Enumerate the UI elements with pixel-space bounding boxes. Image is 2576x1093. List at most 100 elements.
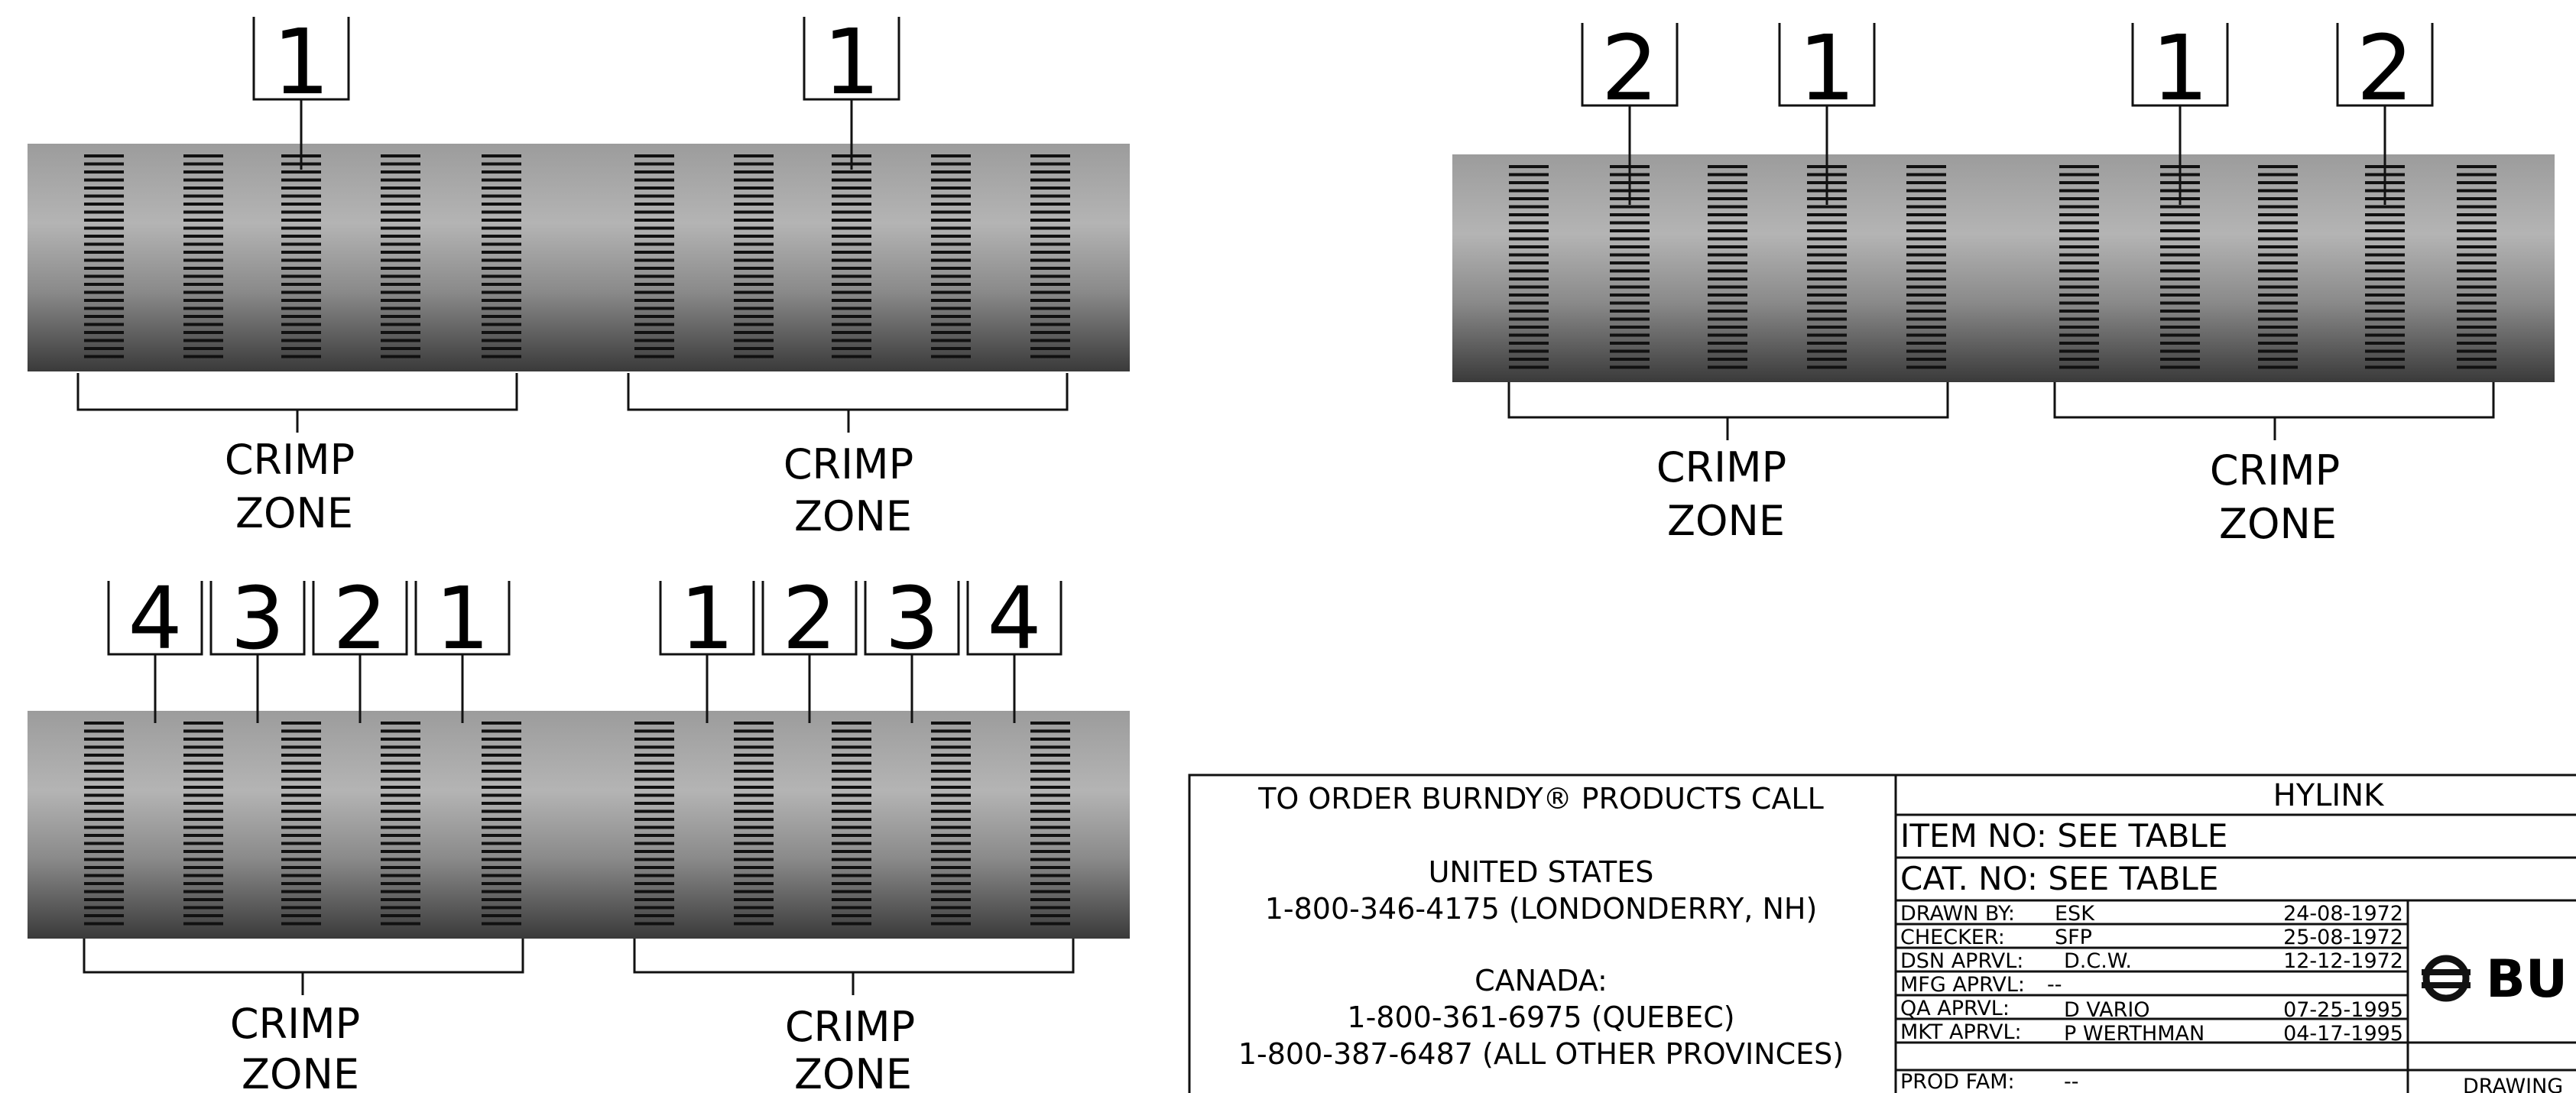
connector-body <box>28 711 1130 939</box>
canada-label: CANADA: <box>1475 964 1608 997</box>
sequence-number: 1 <box>435 569 489 669</box>
marking-column <box>2059 165 2099 369</box>
marking-column <box>84 154 124 358</box>
qa-aprvl-value: D VARIO <box>2064 998 2150 1022</box>
sequence-number: 2 <box>1601 15 1658 121</box>
marking-column <box>634 722 674 926</box>
sequence-box: 1 <box>803 9 900 170</box>
checker-value: SFP <box>2055 926 2092 949</box>
connector-bottom-left: 4 3 2 1 1 2 3 <box>28 569 1130 1093</box>
crimp-zone-label-line2: ZONE <box>242 1050 359 1093</box>
burndy-logo-icon: BU <box>2422 949 2568 1010</box>
marking-column <box>734 722 774 926</box>
dsn-aprvl-date: 12-12-1972 <box>2283 949 2403 973</box>
crimp-zone-bracket: CRIMP ZONE <box>2053 382 2495 548</box>
us-label: UNITED STATES <box>1429 855 1654 889</box>
marking-column <box>634 154 674 358</box>
crimp-zone-label-line2: ZONE <box>794 1050 912 1093</box>
logo-wordmark: BU <box>2486 949 2568 1010</box>
crimp-zone-label-line1: CRIMP <box>784 440 913 488</box>
mfg-aprvl-label: MFG APRVL: <box>1900 973 2025 997</box>
crimp-zone-label-line2: ZONE <box>2219 500 2337 548</box>
qa-aprvl-date: 07-25-1995 <box>2283 998 2403 1022</box>
sequence-box: 1 <box>252 9 350 170</box>
connector-top-left: 1 1 CRIMP ZONE CRIMP ZONE <box>28 9 1130 540</box>
drawn-by-label: DRAWN BY: <box>1900 902 2015 926</box>
crimp-zone-bracket: CRIMP ZONE <box>633 939 1075 1093</box>
connector-body <box>1452 154 2555 382</box>
title-block-text: HYLINK ITEM NO: SEE TABLE CAT. NO: SEE T… <box>1900 778 2568 1093</box>
mkt-aprvl-label: MKT APRVL: <box>1900 1020 2022 1044</box>
marking-column <box>482 722 521 926</box>
sequence-number: 1 <box>2151 15 2208 121</box>
marking-column <box>281 154 321 358</box>
sequence-number: 3 <box>230 569 284 669</box>
crimp-zone-label-line2: ZONE <box>794 492 912 540</box>
crimp-zone-label-line1: CRIMP <box>225 436 355 484</box>
mfg-aprvl-value: -- <box>2047 973 2062 997</box>
sequence-box: 4 <box>966 569 1063 723</box>
sequence-number: 2 <box>782 569 836 669</box>
sequence-number: 3 <box>884 569 939 669</box>
connector-top-right: 2 1 1 2 CRIMP ZONE CRIMP ZONE <box>1452 15 2555 548</box>
drawn-by-value: ESK <box>2055 902 2095 926</box>
sequence-box: 2 <box>2336 15 2434 205</box>
drawn-by-date: 24-08-1972 <box>2283 902 2403 926</box>
marking-column <box>84 722 124 926</box>
marking-column <box>2258 165 2298 369</box>
crimp-zone-label-line1: CRIMP <box>2210 446 2340 495</box>
prod-fam-value: -- <box>2064 1070 2079 1093</box>
marking-column <box>931 154 971 358</box>
item-number: ITEM NO: SEE TABLE <box>1900 817 2227 855</box>
us-phone: 1-800-346-4175 (LONDONDERRY, NH) <box>1265 892 1818 926</box>
marking-column <box>832 154 871 358</box>
crimp-zone-bracket: CRIMP ZONE <box>76 373 518 537</box>
checker-date: 25-08-1972 <box>2283 926 2403 949</box>
order-heading: TO ORDER BURNDY® PRODUCTS CALL <box>1257 782 1824 816</box>
sequence-number: 2 <box>333 569 387 669</box>
crimp-zone-bracket: CRIMP ZONE <box>83 939 524 1093</box>
catalog-number: CAT. NO: SEE TABLE <box>1900 860 2218 897</box>
marking-column <box>183 722 223 926</box>
marking-column <box>1030 722 1070 926</box>
sequence-box: 2 <box>1581 15 1679 205</box>
marking-column <box>2365 165 2405 369</box>
marking-column <box>1030 154 1070 358</box>
sequence-box: 4 <box>107 569 203 723</box>
sequence-number: 2 <box>2356 15 2413 121</box>
drawing-title: HYLINK <box>2273 778 2386 813</box>
marking-column <box>832 722 871 926</box>
order-info-box: TO ORDER BURNDY® PRODUCTS CALL UNITED ST… <box>1188 774 1896 1093</box>
dsn-aprvl-value: D.C.W. <box>2064 949 2132 973</box>
crimp-zone-label-line2: ZONE <box>1667 497 1785 545</box>
sequence-box: 1 <box>1778 15 1876 205</box>
crimp-zone-label-line1: CRIMP <box>230 1000 360 1048</box>
crimp-zone-bracket: CRIMP ZONE <box>627 373 1069 540</box>
mkt-aprvl-date: 04-17-1995 <box>2283 1022 2403 1046</box>
crimp-zone-label-line1: CRIMP <box>1656 443 1786 491</box>
mkt-aprvl-value: P WERTHMAN <box>2064 1022 2205 1046</box>
marking-column <box>281 722 321 926</box>
sequence-box: 1 <box>2131 15 2229 205</box>
marking-column <box>381 722 420 926</box>
marking-column <box>1708 165 1747 369</box>
marking-column <box>931 722 971 926</box>
checker-label: CHECKER: <box>1900 926 2005 949</box>
marking-column <box>1906 165 1946 369</box>
crimp-zone-label-line2: ZONE <box>235 489 353 537</box>
sequence-number: 1 <box>272 9 329 115</box>
qa-aprvl-label: QA APRVL: <box>1900 997 2010 1020</box>
marking-column <box>2457 165 2497 369</box>
marking-column <box>734 154 774 358</box>
crimp-marking-columns <box>84 154 1070 358</box>
sequence-box: 2 <box>312 569 408 723</box>
dsn-aprvl-label: DSN APRVL: <box>1900 949 2023 973</box>
crimp-marking-columns <box>84 722 1070 926</box>
marking-column <box>183 154 223 358</box>
crimp-zone-label-line1: CRIMP <box>785 1003 915 1051</box>
prod-fam-label: PROD FAM: <box>1900 1070 2015 1093</box>
sequence-number: 1 <box>680 569 734 669</box>
sequence-box: 3 <box>864 569 960 723</box>
crimp-zone-bracket: CRIMP ZONE <box>1507 382 1949 545</box>
marking-column <box>381 154 420 358</box>
